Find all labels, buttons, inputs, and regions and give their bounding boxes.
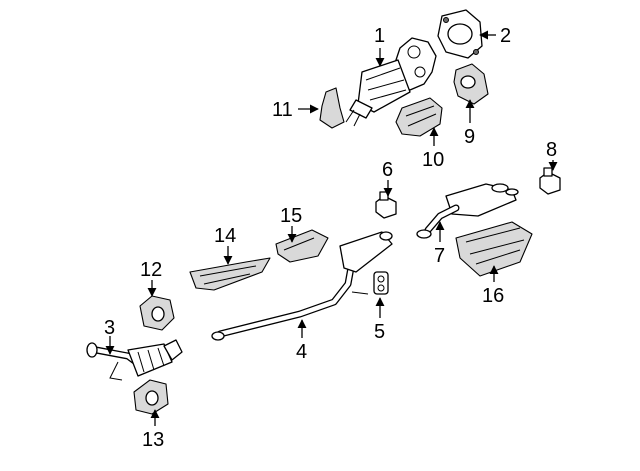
part-1-manifold-converter[interactable] — [345, 37, 437, 127]
callout-1: 1 — [374, 25, 385, 47]
callout-6: 6 — [382, 159, 393, 181]
callout-14: 14 — [214, 225, 236, 247]
callout-12: 12 — [140, 259, 162, 281]
part-9-heat-shield[interactable] — [453, 63, 489, 105]
part-16-heat-shield[interactable] — [455, 221, 533, 277]
part-2-gasket[interactable] — [437, 9, 483, 59]
part-11-bracket[interactable] — [319, 87, 345, 129]
callout-7: 7 — [434, 245, 445, 267]
callout-9: 9 — [464, 126, 475, 148]
callout-8: 8 — [546, 139, 557, 161]
part-5-hanger[interactable] — [373, 271, 389, 295]
part-12-heat-shield[interactable] — [139, 295, 175, 331]
callout-3: 3 — [104, 317, 115, 339]
part-7-muffler[interactable] — [416, 183, 519, 239]
callout-13: 13 — [142, 429, 164, 451]
callout-15: 15 — [280, 205, 302, 227]
callout-10: 10 — [422, 149, 444, 171]
part-14-heat-shield[interactable] — [189, 257, 271, 291]
callout-4: 4 — [296, 341, 307, 363]
callout-16: 16 — [482, 285, 504, 307]
part-15-heat-shield[interactable] — [275, 229, 329, 263]
callout-5: 5 — [374, 321, 385, 343]
part-6-hanger[interactable] — [375, 191, 397, 219]
part-3-front-pipe[interactable] — [86, 339, 183, 381]
part-13-heat-shield[interactable] — [133, 379, 169, 415]
callout-11: 11 — [272, 99, 293, 121]
part-10-heat-shield[interactable] — [395, 97, 443, 137]
part-8-hanger[interactable] — [539, 167, 561, 195]
part-4-center-pipe[interactable] — [211, 231, 393, 341]
leader-arrows — [105, 30, 558, 426]
callout-labels: 1 2 3 4 5 6 7 8 9 10 11 12 13 14 15 16 — [104, 25, 557, 451]
callout-2: 2 — [500, 25, 511, 47]
